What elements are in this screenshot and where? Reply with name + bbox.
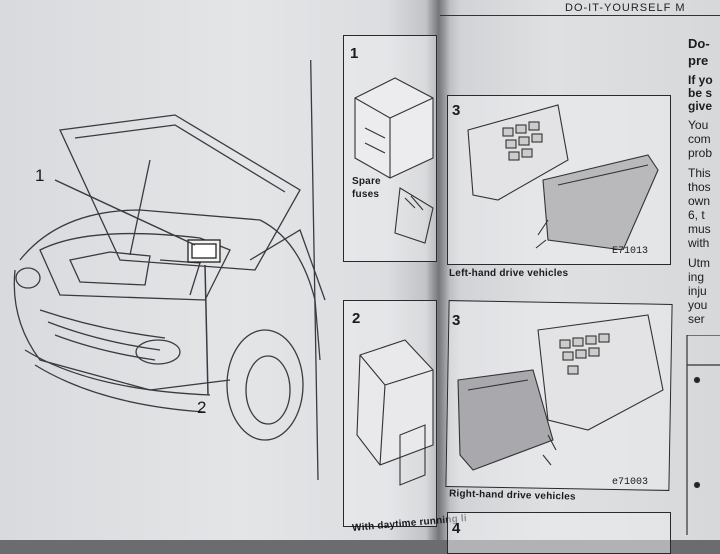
- figure-3b-code: e71003: [612, 477, 649, 488]
- body-line: com: [688, 132, 711, 146]
- figure-3a-number: 3: [452, 102, 461, 119]
- body-line: you: [688, 298, 708, 312]
- callout-2: 2: [197, 398, 207, 417]
- running-head: DO-IT-YOURSELF M: [565, 2, 686, 14]
- body-line: Utm: [688, 256, 710, 270]
- fuse-box-cover-illustration: [356, 339, 434, 486]
- figure-4-box: [447, 512, 671, 554]
- section-heading-line-2: pre: [688, 53, 709, 68]
- header-rule: [440, 15, 720, 16]
- figure-3a-code: E71013: [612, 246, 649, 257]
- body-line: 6, t: [688, 208, 705, 222]
- body-line: mus: [688, 222, 711, 236]
- car-hood-open-illustration: [13, 60, 326, 480]
- body-line: You: [688, 118, 709, 132]
- figure-4-number: 4: [452, 520, 461, 537]
- body-line: ing: [688, 270, 705, 284]
- right-column-table-frame: [686, 335, 720, 535]
- body-line: own: [688, 194, 711, 208]
- spare-label-line: Spare: [352, 176, 381, 187]
- glovebox-fuse-panel-rhd: [457, 314, 664, 471]
- body-line: prob: [688, 146, 713, 160]
- figure-2-number: 2: [352, 310, 361, 327]
- bold-line: be s: [688, 86, 713, 100]
- fuses-label-line: fuses: [352, 189, 380, 200]
- figure-3b-number: 3: [452, 312, 461, 329]
- body-line: with: [688, 236, 710, 250]
- figure-1-number: 1: [350, 45, 359, 62]
- callout-1: 1: [35, 166, 45, 185]
- body-line: inju: [688, 284, 707, 298]
- figure-3a-caption: Left-hand drive vehicles: [449, 268, 569, 279]
- body-line: This: [688, 166, 711, 180]
- glovebox-fuse-panel-lhd: [467, 104, 659, 250]
- bold-line: give: [688, 99, 713, 113]
- section-heading-line-1: Do-: [688, 36, 710, 51]
- body-line: ser: [688, 312, 705, 326]
- bold-line: If yo: [688, 73, 713, 87]
- fuse-box-illustration: [354, 77, 434, 244]
- spare-fuses-label: Spare fuses: [352, 175, 381, 201]
- body-line: thos: [688, 180, 711, 194]
